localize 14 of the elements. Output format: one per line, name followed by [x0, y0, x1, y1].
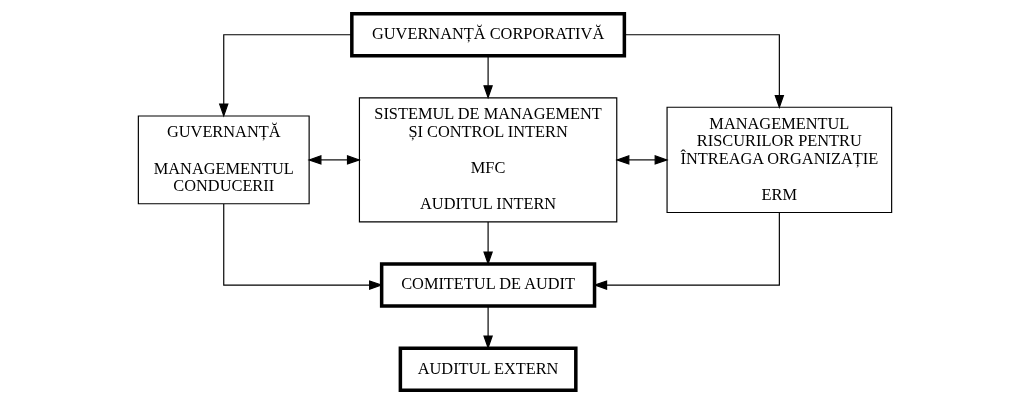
node-box: GUVERNANȚĂ CORPORATIVĂ — [349, 11, 626, 58]
node-box: SISTEMUL DE MANAGEMENT ȘI CONTROL INTERN MFC AUDITUL INTERN — [358, 96, 617, 222]
arrow — [614, 154, 669, 165]
arrow — [482, 54, 493, 99]
arrow — [482, 221, 493, 265]
arrow — [482, 305, 493, 349]
node-box: AUDITUL EXTERN — [398, 345, 578, 392]
node-box: MANAGEMENTUL RISCURILOR PENTRU ÎNTREAGA ORGANIZAȚIE ERM — [665, 106, 892, 213]
node-box: COMITETUL DE AUDIT — [379, 261, 596, 308]
node-box: GUVERNANȚĂ MANAGEMENTUL CONDUCERII — [137, 114, 310, 204]
arrow — [623, 33, 784, 109]
arrow — [306, 154, 361, 165]
arrow — [218, 33, 352, 118]
arrow — [222, 202, 383, 290]
